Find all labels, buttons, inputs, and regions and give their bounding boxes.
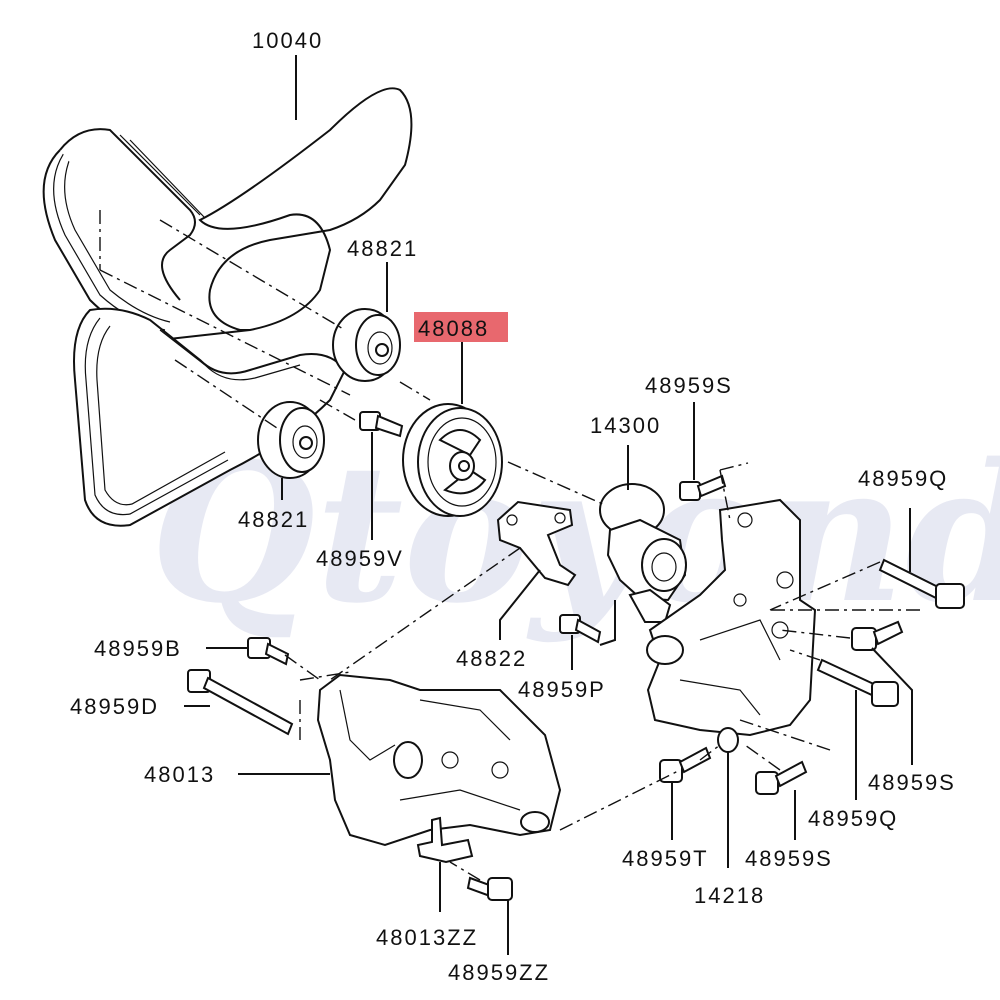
bolt-48959D[interactable] — [187, 669, 294, 736]
label-48088[interactable]: 48088 — [418, 316, 489, 341]
label-48821-bottom[interactable]: 48821 — [238, 507, 309, 532]
label-14300[interactable]: 14300 — [590, 413, 661, 438]
spacer-14218[interactable] — [717, 727, 739, 753]
engine-bracket-right[interactable] — [646, 498, 817, 737]
label-48822[interactable]: 48822 — [456, 646, 527, 671]
leader-48959P-b — [599, 600, 616, 646]
label-48013[interactable]: 48013 — [144, 762, 215, 787]
idler-pulley-48821-top[interactable] — [332, 308, 401, 382]
label-48959B[interactable]: 48959B — [94, 636, 182, 661]
label-14218[interactable]: 14218 — [694, 883, 765, 908]
bolt-48959S-right[interactable] — [851, 620, 904, 651]
label-48959Q-bottom[interactable]: 48959Q — [808, 806, 898, 831]
idler-pulley-48821-bottom[interactable] — [257, 401, 325, 479]
label-48959Q-right[interactable]: 48959Q — [858, 466, 948, 491]
highlight-box-48088 — [414, 312, 508, 342]
label-48959ZZ[interactable]: 48959ZZ — [448, 960, 550, 985]
bolt-48959V[interactable] — [359, 411, 404, 438]
label-48959S-top[interactable]: 48959S — [645, 373, 733, 398]
label-48959D[interactable]: 48959D — [70, 694, 159, 719]
alignment-lines — [99, 210, 920, 881]
bolt-48959Q-right[interactable] — [878, 558, 965, 609]
serpentine-belt-10040[interactable] — [42, 87, 413, 527]
bolt-48959S-top[interactable] — [679, 474, 727, 501]
label-48013ZZ[interactable]: 48013ZZ — [376, 925, 478, 950]
label-10040[interactable]: 10040 — [252, 28, 323, 53]
mounting-bracket-48013[interactable] — [316, 673, 562, 847]
label-48959S-right[interactable]: 48959S — [868, 770, 956, 795]
bolt-48959S-bottom[interactable] — [755, 760, 808, 795]
bracket-48822[interactable] — [496, 500, 577, 587]
bolt-48959Q-bottom[interactable] — [816, 658, 899, 707]
label-48959S-bottom[interactable]: 48959S — [745, 846, 833, 871]
label-48959V[interactable]: 48959V — [316, 546, 404, 571]
label-48959T[interactable]: 48959T — [622, 846, 709, 871]
bolt-48959P[interactable] — [559, 614, 602, 644]
leader-48959S-right — [871, 647, 913, 765]
tensioner-14300[interactable] — [599, 483, 687, 623]
bolt-48959ZZ[interactable] — [466, 876, 513, 901]
pulley-48088[interactable] — [402, 403, 503, 517]
clip-48013ZZ[interactable] — [416, 816, 474, 864]
leader-48822 — [499, 569, 541, 640]
label-48959P[interactable]: 48959P — [518, 677, 606, 702]
label-48821-top[interactable]: 48821 — [347, 236, 418, 261]
